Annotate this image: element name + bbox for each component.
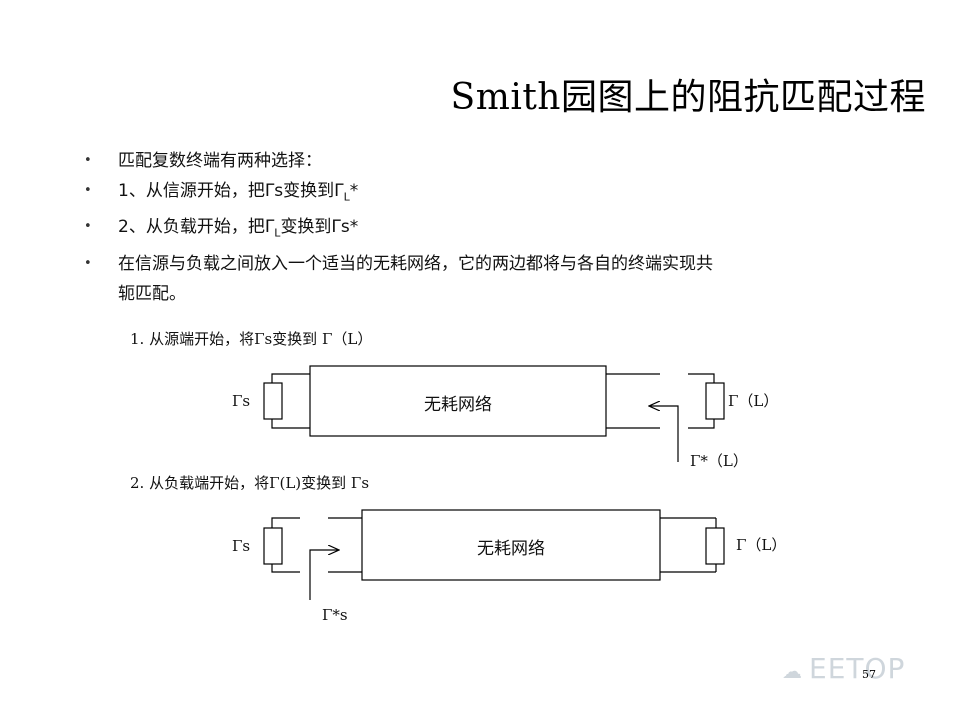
diagram2-load-label: Γ（L） [736,536,787,554]
source-wire-2 [271,517,300,528]
subscript: L [274,226,281,240]
diagram2-conj-label: Γ*s [322,606,348,624]
bullet-item-1: • 匹配复数终端有两种选择： [80,146,900,176]
bullet-dot: • [84,219,92,235]
bullet-item-4-continuation: 轭匹配。 [80,279,900,309]
bullet-text: 在信源与负载之间放入一个适当的无耗网络，它的两边都将与各自的终端实现共 [118,253,713,274]
source-wire-1 [271,373,310,383]
diagram2-heading: 2. 从负载端开始，将Γ(L)变换到 Γs [130,474,370,492]
diagram1-source-label: Γs [232,392,251,410]
bullet-text-tail: 变换到Γs* [280,217,359,238]
watermark-text: EETOP [809,652,906,685]
diagram1-heading: 1. 从源端开始，将Γs变换到 Γ（L） [130,330,373,348]
diagram1-network-label: 无耗网络 [424,395,492,415]
eetop-watermark: ☁EETOP [782,652,906,685]
network-box-2 [361,509,661,581]
bullet-text: 匹配复数终端有两种选择： [118,151,322,171]
bullet-dot: • [84,255,92,271]
page-number: 57 [862,668,876,681]
load-impedance-2 [705,527,725,565]
subscript: L [343,190,350,204]
bullet-list: • 匹配复数终端有两种选择： • 1、从信源开始，把Γs变换到ΓL* • 2、从… [80,146,900,309]
diagram1-load-label: Γ（L） [728,392,779,410]
conj-arrow-1 [650,406,679,462]
load-wire-1b [688,419,715,429]
bullet-text-tail: * [349,181,359,201]
diagram1-conj-label: Γ*（L） [690,452,748,470]
bullet-item-2: • 1、从信源开始，把Γs变换到ΓL* [80,176,900,212]
bullet-text: 1、从信源开始，把Γs变换到Γ [118,181,344,201]
source-wire-1b [271,419,310,429]
slide-title: Smith园图上的阻抗匹配过程 [450,77,926,118]
bullet-dot: • [84,153,92,168]
bullet-item-3: • 2、从负载开始，把ΓL变换到Γs* [80,212,900,248]
bullet-dot: • [84,183,92,198]
network-box-1 [309,365,607,437]
bullet-text: 2、从负载开始，把Γ [118,217,275,238]
diagram2-network-label: 无耗网络 [477,539,545,559]
diagram2-source-label: Γs [232,537,251,555]
load-wire-1 [688,373,715,383]
bullet-text: 轭匹配。 [118,283,186,304]
load-impedance-1 [705,382,725,420]
source-impedance-1 [263,382,283,420]
source-wire-2b [271,564,300,573]
conj-arrow-2 [309,550,338,600]
source-impedance-2 [263,527,283,565]
bullet-item-4: • 在信源与负载之间放入一个适当的无耗网络，它的两边都将与各自的终端实现共 [80,249,900,279]
